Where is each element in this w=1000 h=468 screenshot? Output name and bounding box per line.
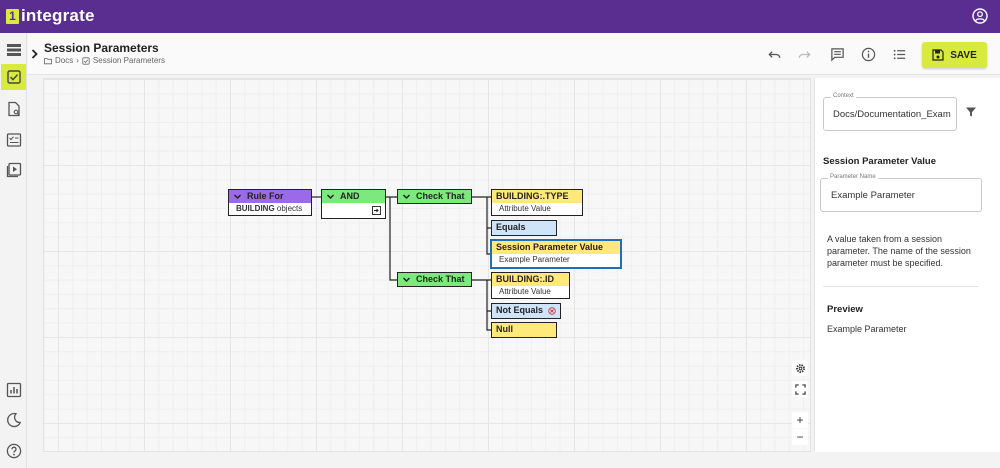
breadcrumb-item-docs[interactable]: Docs [55,56,74,65]
stacked-list-icon [6,44,21,56]
rail-checklist-button[interactable] [1,127,26,153]
check-that-node-1[interactable]: Check That [397,189,472,204]
redo-icon [798,50,811,58]
node-title: Not Equals [496,305,544,315]
node-title: Null [496,324,513,334]
parameter-name-label: Parameter Name [828,174,878,180]
object-type: BUILDING [236,204,275,213]
node-title: Rule For [247,191,284,201]
account-circle-icon[interactable] [972,8,988,24]
video-library-icon [6,162,21,178]
rule-for-node[interactable]: Rule For BUILDING objects [228,189,312,216]
context-field[interactable]: Context Docs/Documentation_Exam [823,93,957,131]
page-title: Session Parameters [44,41,159,55]
node-title: Check That [416,191,465,201]
preview-value: Example Parameter [827,324,907,334]
rule-canvas[interactable] [43,78,811,452]
context-label: Context [831,93,856,99]
list-view-button[interactable] [891,46,907,62]
checkbox-small-icon [82,56,90,65]
moon-icon [6,412,21,428]
chevron-down-icon[interactable] [326,192,335,201]
file-search-icon [7,101,20,117]
section-title: Session Parameter Value [823,156,937,167]
page-header: Session Parameters Docs › Session Parame… [28,33,1000,75]
rail-list-button[interactable] [1,37,26,63]
info-icon [861,47,875,61]
chevron-down-icon[interactable] [402,275,411,284]
and-node[interactable]: AND [321,189,386,219]
comment-icon [830,47,844,62]
redo-button[interactable] [796,46,812,62]
bar-chart-icon [6,382,21,398]
comments-button[interactable] [829,46,845,62]
breadcrumb: Docs › Session Parameters [44,56,165,65]
node-title: BUILDING:.ID [492,273,569,286]
session-parameter-node[interactable]: Session Parameter Value Example Paramete… [490,239,622,269]
list-icon [893,49,905,59]
top-bar: 1 integrate [0,0,1000,33]
building-type-node[interactable]: BUILDING:.TYPE Attribute Value [491,189,583,216]
chevron-down-icon[interactable] [402,192,411,201]
node-subtitle: Attribute Value [499,204,551,213]
null-node[interactable]: Null [491,322,557,338]
canvas-settings-button[interactable] [792,360,808,376]
node-title: Equals [496,222,526,232]
equals-node[interactable]: Equals [491,220,557,236]
filter-icon[interactable] [965,106,977,118]
rail-file-search-button[interactable] [1,96,26,122]
breadcrumb-separator: › [76,56,79,65]
chevron-down-icon[interactable] [233,192,242,201]
logo-mark: 1 [6,8,19,24]
node-title: Session Parameter Value [492,241,620,254]
floppy-disk-icon [932,49,944,61]
properties-panel: Context Docs/Documentation_Exam Session … [814,78,1000,452]
info-button[interactable] [860,46,876,62]
gear-icon [795,363,805,373]
checkbox-icon [6,70,21,84]
save-button[interactable]: SAVE [922,42,987,68]
chevron-right-icon[interactable] [30,47,40,61]
description-text: A value taken from a session parameter. … [827,234,971,268]
remove-circle-icon[interactable] [548,306,556,315]
node-subtitle: Example Parameter [499,255,570,264]
parameter-name-field[interactable]: Parameter Name Example Parameter [820,174,982,212]
object-suffix: objects [274,204,303,213]
logo-text: integrate [21,6,95,25]
checklist-icon [6,133,21,147]
left-rail [0,33,27,468]
not-equals-node[interactable]: Not Equals [491,303,561,319]
node-subtitle: Attribute Value [499,287,551,296]
undo-icon [767,50,780,58]
node-title: BUILDING:.TYPE [492,190,582,203]
rail-rules-button[interactable] [1,64,26,90]
help-circle-icon [6,443,21,459]
rail-video-library-button[interactable] [1,157,26,183]
fullscreen-icon [794,383,806,395]
breadcrumb-item-current: Session Parameters [92,56,165,65]
check-that-node-2[interactable]: Check That [397,272,472,287]
undo-button[interactable] [766,46,782,62]
rail-theme-button[interactable] [1,407,26,433]
app-logo[interactable]: 1 integrate [6,6,95,26]
context-value: Docs/Documentation_Exam [833,109,951,120]
rail-help-button[interactable] [1,438,26,464]
add-condition-icon[interactable] [372,206,381,215]
zoom-out-button[interactable]: − [792,429,808,445]
node-title: Check That [416,274,465,284]
parameter-name-value: Example Parameter [831,190,915,201]
fit-to-screen-button[interactable] [792,381,808,397]
save-button-label: SAVE [950,49,977,61]
building-id-node[interactable]: BUILDING:.ID Attribute Value [491,272,570,299]
divider [823,286,978,287]
folder-icon [44,57,52,64]
rail-stats-button[interactable] [1,377,26,403]
preview-title: Preview [827,304,863,315]
zoom-in-button[interactable]: + [792,412,808,428]
node-title: AND [340,191,360,201]
